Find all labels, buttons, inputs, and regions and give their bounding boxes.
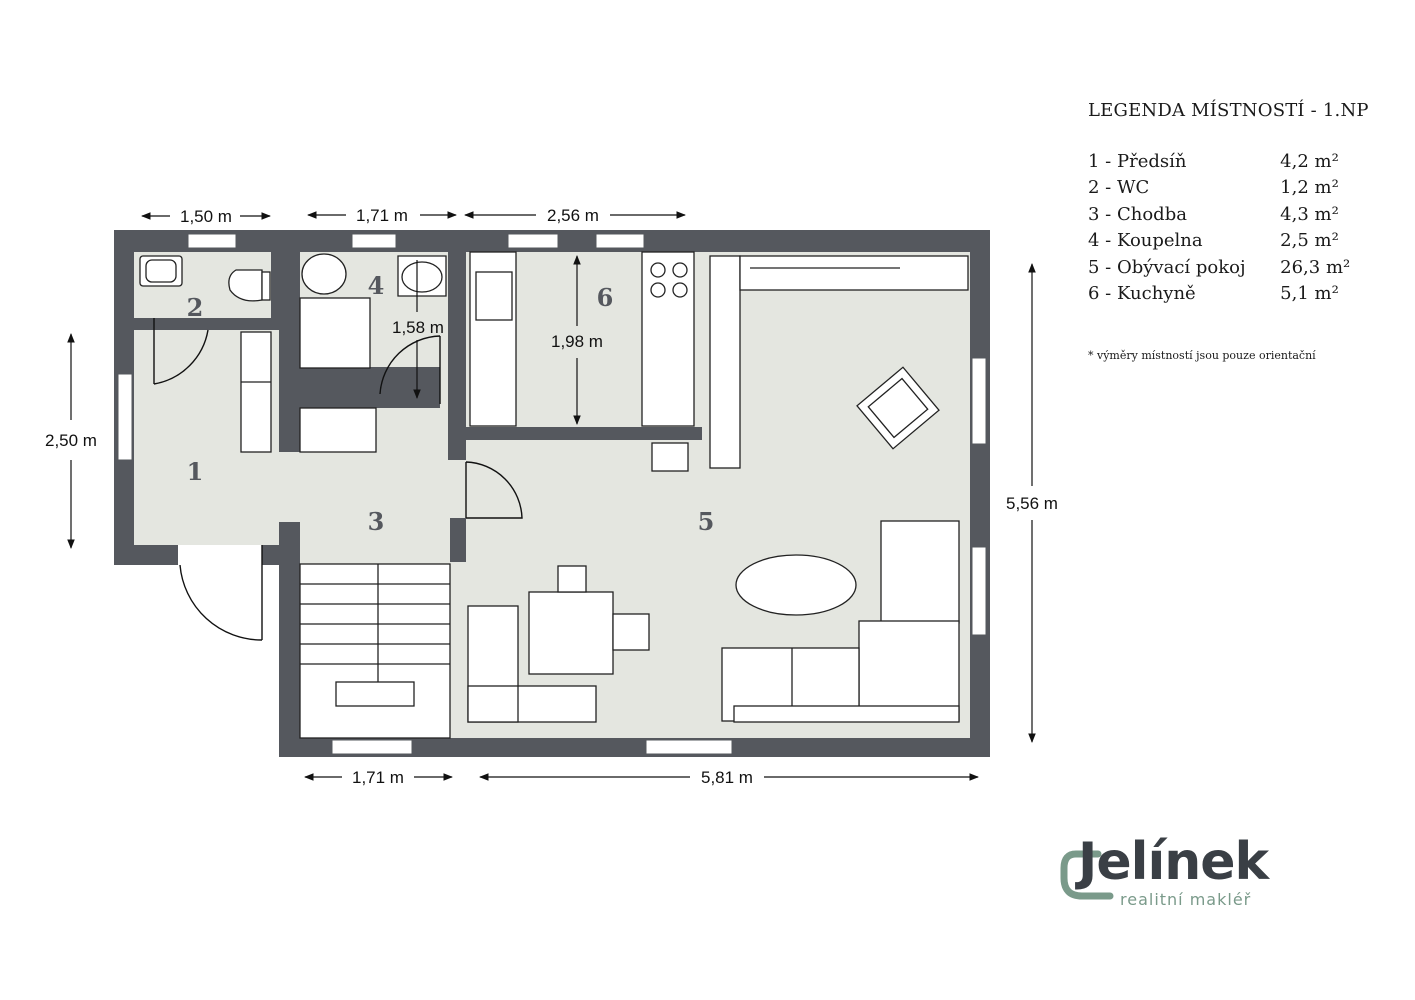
logo-subtitle: realitní makléř [1120, 890, 1252, 909]
dim-top-right: 2,56 m [547, 206, 599, 225]
dim-top-left: 1,50 m [180, 207, 232, 226]
dim-right: 5,56 m [1006, 494, 1058, 513]
legend-row: 5 - Obývací pokoj 26,3 m² [1088, 255, 1388, 281]
legend-room-name: 1 - Předsíň [1088, 151, 1187, 172]
legend-room-area: 2,5 m² [1280, 230, 1339, 252]
dim-bottom-right: 5,81 m [701, 768, 753, 787]
windows [117, 233, 987, 755]
legend-room-area: 4,3 m² [1280, 203, 1339, 225]
room-legend: LEGENDA MÍSTNOSTÍ - 1.NP 1 - Předsíň 4,2… [1088, 100, 1388, 362]
interior-walls [134, 230, 702, 562]
legend-rows: 1 - Předsíň 4,2 m² 2 - WC 1,2 m² 3 - Cho… [1088, 149, 1388, 307]
legend-row: 4 - Koupelna 2,5 m² [1088, 228, 1388, 254]
legend-room-name: 6 - Kuchyně [1088, 283, 1196, 305]
room-numbers: 1 2 3 4 5 6 [187, 271, 715, 536]
dim-bathroom: 1,58 m [392, 318, 444, 337]
room-number-3: 3 [368, 507, 385, 536]
dim-left: 2,50 m [45, 431, 97, 450]
dim-kitchen: 1,98 m [551, 332, 603, 351]
room-number-1: 1 [187, 457, 204, 486]
legend-room-area: 4,2 m² [1280, 151, 1339, 172]
legend-row: 2 - WC 1,2 m² [1088, 175, 1388, 201]
dim-top-mid: 1,71 m [356, 206, 408, 225]
legend-row: 1 - Předsíň 4,2 m² [1088, 149, 1388, 175]
legend-note: * výměry místností jsou pouze orientační [1088, 349, 1316, 363]
dimension-labels: 1,50 m 1,71 m 2,56 m 2,50 m 5,56 m 1,71 … [45, 206, 1058, 787]
furniture [139, 251, 969, 739]
legend-room-area: 26,3 m² [1280, 256, 1351, 278]
dim-bottom-left: 1,71 m [352, 768, 404, 787]
legend-row: 6 - Kuchyně 5,1 m² [1088, 281, 1388, 307]
legend-room-area: 1,2 m² [1280, 177, 1339, 199]
dimension-lines [67, 211, 1036, 781]
legend-room-name: 3 - Chodba [1088, 203, 1187, 225]
doors [153, 318, 523, 641]
room-number-4: 4 [368, 271, 385, 300]
company-logo: Jelínek realitní makléř [1058, 832, 1318, 910]
room-number-2: 2 [187, 293, 204, 322]
legend-room-name: 5 - Obývací pokoj [1088, 256, 1246, 278]
legend-room-area: 5,1 m² [1280, 283, 1339, 305]
room-number-5: 5 [698, 507, 715, 536]
entrance-opening [178, 545, 262, 565]
legend-title: LEGENDA MÍSTNOSTÍ - 1.NP [1088, 100, 1369, 121]
legend-room-name: 4 - Koupelna [1088, 230, 1203, 252]
logo-mark-icon [1060, 850, 1114, 900]
room-number-6: 6 [597, 283, 614, 312]
legend-row: 3 - Chodba 4,3 m² [1088, 202, 1388, 228]
logo-name: Jelínek [1078, 832, 1269, 892]
legend-room-name: 2 - WC [1088, 177, 1150, 199]
